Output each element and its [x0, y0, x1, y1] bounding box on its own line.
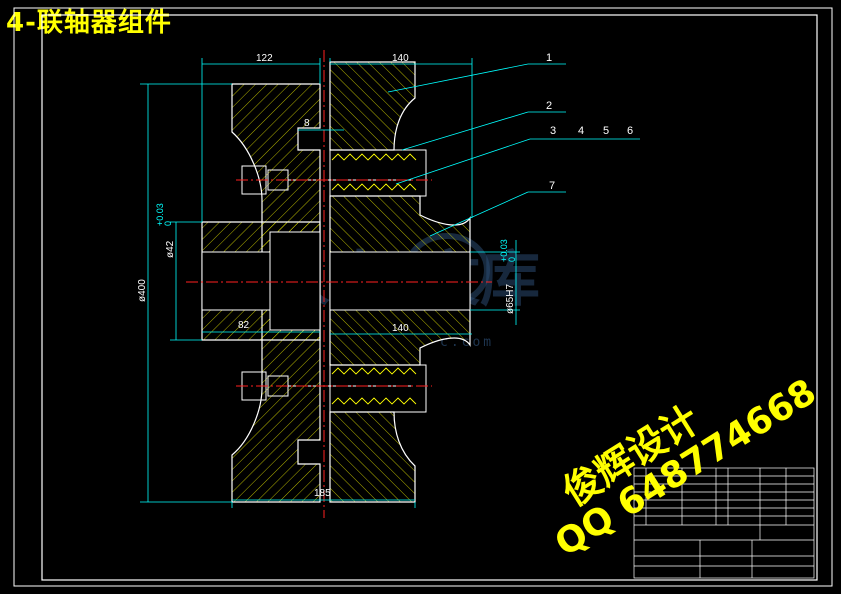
part-label-3: 3	[550, 125, 556, 137]
centerlines	[186, 50, 492, 518]
dim-122: 122	[256, 53, 273, 64]
dim-65-tol: +0.03	[499, 239, 509, 262]
leader-lines	[387, 63, 640, 237]
dim-65: ø65H7	[505, 284, 516, 314]
part-label-4: 4	[578, 125, 584, 137]
dim-8: 8	[304, 118, 310, 129]
dim-185: 185	[314, 488, 331, 499]
drawing-title: 4-联轴器组件	[6, 8, 172, 38]
elastic-sleeve-bottom	[329, 364, 427, 413]
inner-border	[41, 14, 818, 581]
outer-border	[13, 7, 833, 587]
part-label-7: 7	[549, 180, 555, 192]
title-block	[633, 467, 815, 579]
dimension-lines	[140, 58, 520, 508]
right-flange	[329, 61, 471, 503]
elastic-sleeve-top	[329, 149, 427, 197]
dim-42: ø42	[165, 240, 176, 258]
dim-400: ø400	[137, 279, 148, 302]
part-label-1: 1	[546, 52, 552, 64]
dim-140-bottom: 140	[392, 323, 409, 334]
dim-65-tol2: 0	[507, 257, 517, 262]
dim-42-tol2: 0	[163, 221, 173, 226]
watermark-url: c.com	[440, 335, 494, 350]
part-label-5: 5	[603, 125, 609, 137]
dim-82: 82	[238, 320, 250, 331]
dim-42-tol: +0.03	[155, 203, 165, 226]
dim-140-top: 140	[392, 53, 409, 64]
left-flange	[201, 83, 321, 503]
part-label-2: 2	[546, 100, 552, 112]
part-label-6: 6	[627, 125, 633, 137]
